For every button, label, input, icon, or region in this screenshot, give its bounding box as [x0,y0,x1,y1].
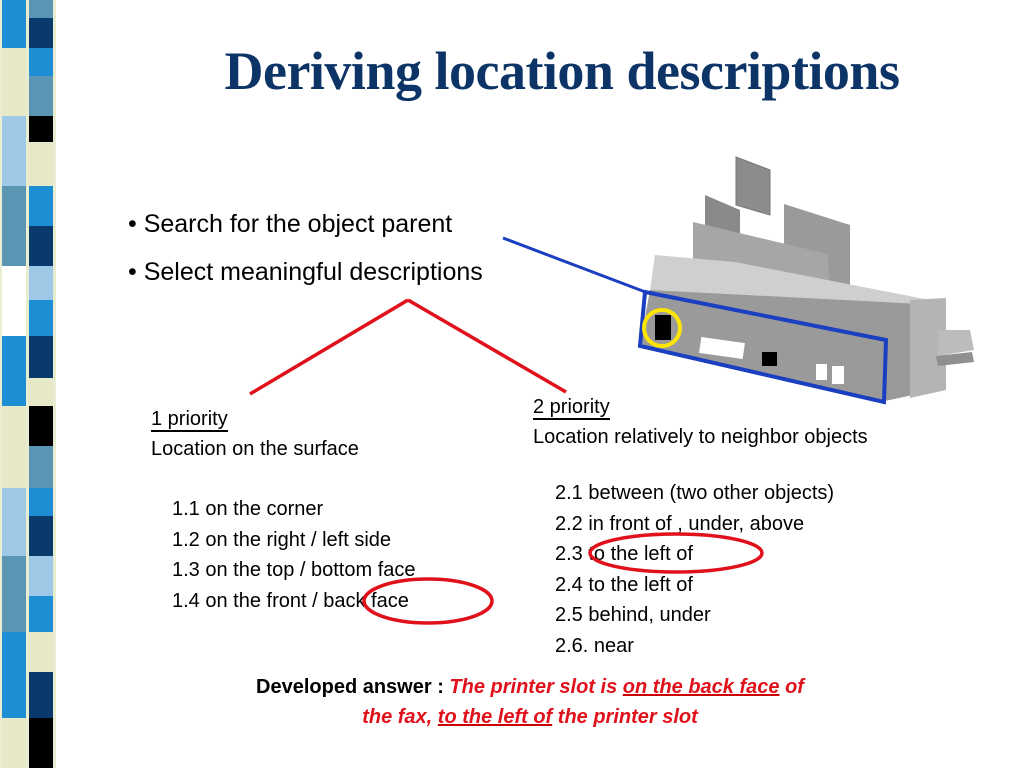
developed-answer: Developed answer : The printer slot is o… [150,672,910,732]
strip-outer-column [2,0,26,768]
priority-1-subtitle: Location on the surface [151,438,359,460]
priority-1-item: 1.4 on the front / back face [172,589,409,612]
answer-label: Developed answer : [256,676,444,698]
priority-2-list: 2.1 between (two other objects) 2.2 in f… [555,478,834,661]
priority-1-item: 1.3 on the top / bottom face [172,559,416,581]
answer-underline-back-face: on the back face [622,676,780,698]
priority-1-item: 1.2 on the right / left side [172,528,392,551]
bullet-search-parent: • Search for the object parent [128,210,453,238]
answer-text-part-1: The printer slot is [449,676,618,698]
strip-inner-column [29,0,53,768]
priority-2-item: 2.6. near [555,634,634,657]
priority-2-item: 2.4 to the left of [555,573,693,596]
priority-2-item: 2.5 behind, under [555,604,711,626]
connector-line-to-fax [502,236,649,295]
answer-text-part-4: the printer slot [557,706,698,728]
fax-body [640,255,974,402]
fax-front-face-outline [637,289,889,405]
priority-2-item: 2.3 to the left of [555,543,693,565]
priority-1-item: 1.1 on the corner [172,498,324,520]
printer-slot-highlight-circle [642,308,682,348]
priority-2-item: 2.2 in front of , under, above [555,512,805,535]
answer-text-part-2: of [785,676,804,698]
priority-1-heading: 1 priority [151,408,228,432]
slide-title: Deriving location descriptions [224,41,900,101]
answer-text-part-3: the fax, [362,706,433,728]
priority-2-item: 2.1 between (two other objects) [555,482,835,504]
answer-underline-left-of: to the left of [437,706,553,728]
priority-1-block: 1 priority Location on the surface [151,404,359,464]
decorative-side-strip [0,0,56,768]
priority-2-heading: 2 priority [533,396,610,420]
bullet-list: • Search for the object parent • Select … [128,208,483,304]
priority-2-subtitle: Location relatively to neighbor objects [533,426,868,448]
priority-1-list: 1.1 on the corner 1.2 on the right / lef… [172,494,416,616]
priority-2-block: 2 priority Location relatively to neighb… [533,392,868,452]
bullet-select-descriptions: • Select meaningful descriptions [128,258,483,286]
